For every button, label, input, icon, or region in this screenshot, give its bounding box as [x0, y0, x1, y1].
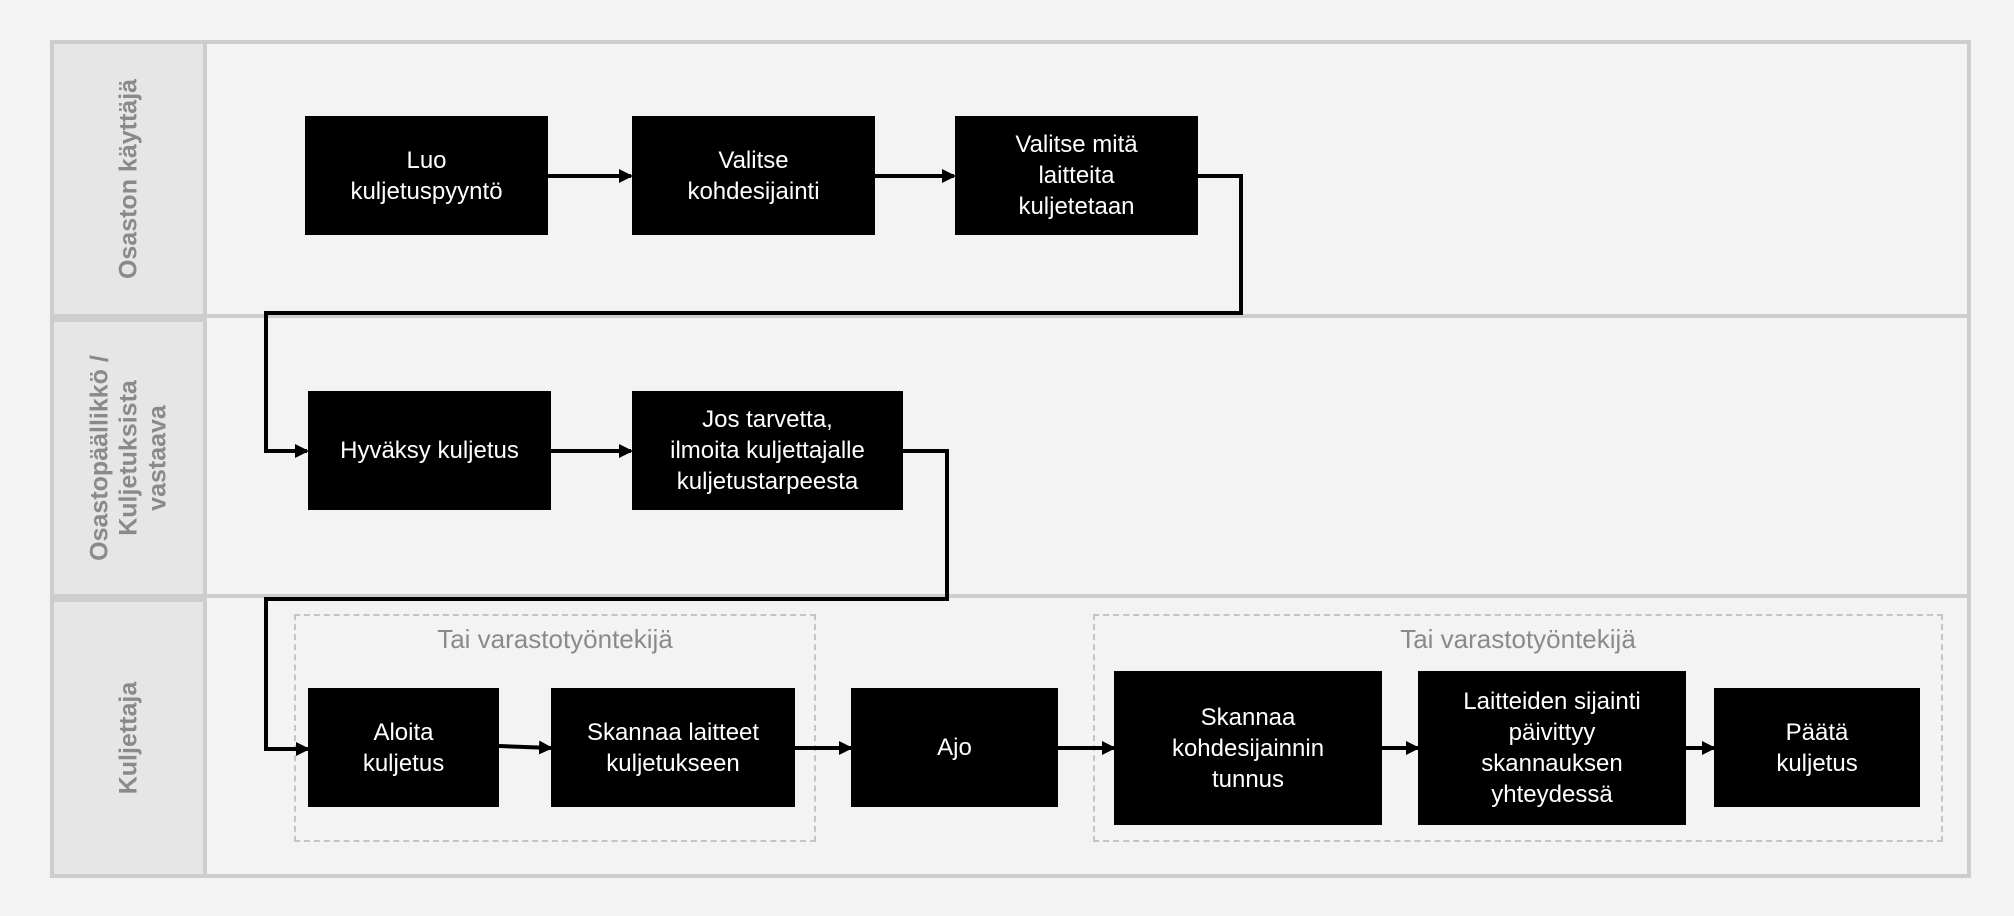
node-valitse-laitteita[interactable]: Valitse mitä laitteita kuljetetaan [955, 116, 1198, 235]
node-valitse-kohdesijainti[interactable]: Valitse kohdesijainti [632, 116, 875, 235]
group-varastotyontekija-2: Tai varastotyöntekijä [1093, 614, 1943, 842]
arrow-ilmoita-to-aloita [264, 449, 949, 756]
node-ajo[interactable]: Ajo [851, 688, 1058, 807]
node-hyvaksy-kuljetus[interactable]: Hyväksy kuljetus [308, 391, 551, 510]
node-sijainti-paivittyy[interactable]: Laitteiden sijainti päivittyy skannaukse… [1418, 671, 1686, 825]
arrow-laitteita-to-hyvaksy [264, 174, 1243, 458]
group-label: Tai varastotyöntekijä [1400, 624, 1636, 654]
lane-header-osastopaallikko: Osastopäällikkö / Kuljetuksista vastaava [50, 318, 207, 598]
node-ilmoita-kuljettajalle[interactable]: Jos tarvetta, ilmoita kuljettajalle kulj… [632, 391, 903, 510]
group-label: Tai varastotyöntekijä [437, 624, 673, 654]
lane-header-kuljettaja: Kuljettaja [50, 598, 207, 878]
lane-separator [207, 594, 1971, 598]
arrow-aloita-to-skannaa [498, 740, 553, 755]
group-varastotyontekija-1: Tai varastotyöntekijä [294, 614, 816, 842]
node-luo-kuljetuspyynto[interactable]: Luo kuljetuspyyntö [305, 116, 548, 235]
node-skannaa-laitteet[interactable]: Skannaa laitteet kuljetukseen [551, 688, 795, 807]
node-aloita-kuljetus[interactable]: Aloita kuljetus [308, 688, 499, 807]
lane-separator [207, 314, 1971, 318]
node-skannaa-kohdesijainnin-tunnus[interactable]: Skannaa kohdesijainnin tunnus [1114, 671, 1382, 825]
node-paata-kuljetus[interactable]: Päätä kuljetus [1714, 688, 1920, 807]
lane-header-osaston-kayttaja: Osaston käyttäjä [50, 40, 207, 318]
